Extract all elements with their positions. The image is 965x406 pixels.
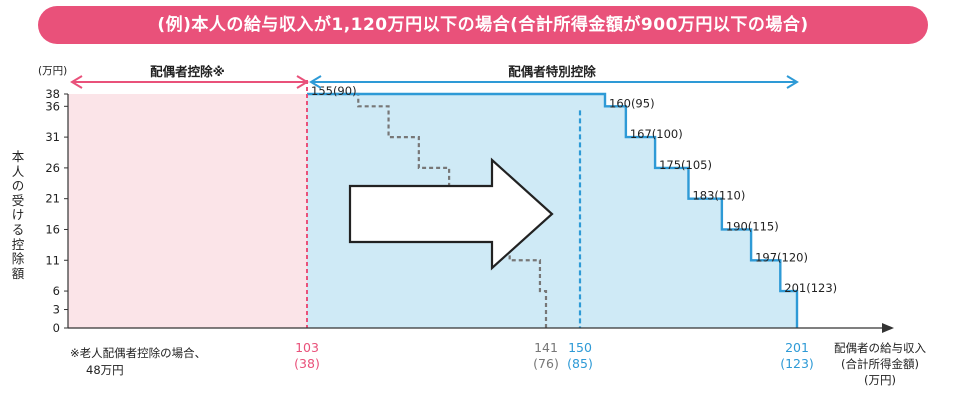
blue-arrow-left-head	[309, 75, 322, 89]
step-label: 175(105)	[659, 158, 712, 172]
footnote: ※老人配偶者控除の場合、 48万円	[70, 345, 206, 379]
step-label: 167(100)	[630, 127, 683, 141]
x-marker-label: 201	[785, 340, 809, 355]
blue-arrow-right-head	[786, 75, 799, 89]
step-label: 201(123)	[784, 281, 837, 295]
page-title-banner: (例)本人の給与収入が1,120万円以下の場合(合計所得金額が900万円以下の場…	[38, 6, 928, 44]
step-label: 160(95)	[609, 96, 655, 110]
x-marker-sublabel: (123)	[780, 356, 814, 371]
footnote-line-2: 48万円	[86, 363, 124, 377]
y-unit-label: (万円)	[38, 65, 67, 77]
y-tick-label: 31	[45, 130, 60, 144]
x-marker-label: 141	[534, 340, 558, 355]
x-marker-sublabel: (76)	[533, 356, 559, 371]
shift-arrow	[348, 157, 554, 271]
y-tick-label: 26	[45, 161, 60, 175]
y-tick-label: 11	[45, 253, 60, 267]
x-marker-sublabel: (85)	[567, 356, 593, 371]
x-marker-label: 103	[295, 340, 319, 355]
step-label: 183(110)	[692, 189, 745, 203]
region-label-special-deduction: 配偶者特別控除	[508, 64, 596, 79]
pink-arrow-left-head	[70, 75, 83, 89]
x-marker-sublabel: (38)	[294, 356, 320, 371]
x-axis-label-line: (合計所得金額)	[841, 357, 919, 371]
x-marker-label: 150	[568, 340, 592, 355]
y-tick-label: 3	[53, 303, 60, 317]
step-label: 190(115)	[726, 219, 779, 233]
x-axis-label-line: (万円)	[864, 373, 896, 387]
y-axis-label: 本人の受ける控除額	[11, 149, 25, 281]
y-tick-label: 21	[45, 192, 60, 206]
y-tick-label: 6	[53, 284, 60, 298]
current-deduction-step-line	[307, 92, 799, 328]
step-label: 197(120)	[755, 250, 808, 264]
blue-region-fill	[307, 94, 797, 328]
footnote-line-1: ※老人配偶者控除の場合、	[70, 346, 207, 360]
x-axis-label-line: 配偶者の給与収入	[834, 341, 926, 355]
region-label-spouse-deduction: 配偶者控除※	[150, 64, 225, 79]
y-tick-label: 0	[53, 321, 60, 335]
y-tick-label: 38	[45, 87, 60, 101]
y-tick-label: 16	[45, 222, 60, 236]
x-axis-arrowhead	[882, 323, 894, 333]
y-tick-label: 36	[45, 99, 60, 113]
step-label: 155(90)	[311, 84, 357, 98]
pink-arrow-right-head	[296, 75, 309, 89]
pink-region-fill	[68, 94, 307, 328]
